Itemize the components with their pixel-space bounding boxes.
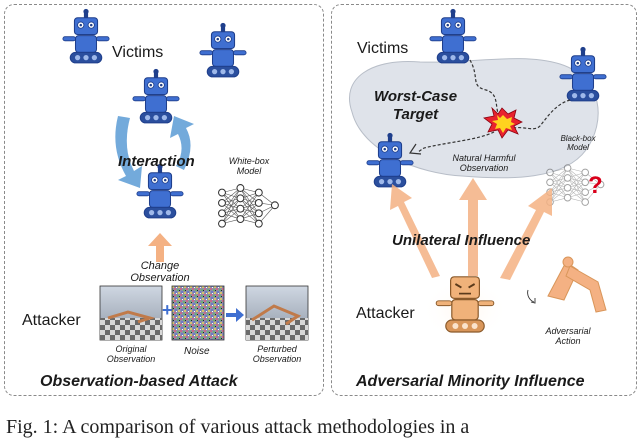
left-panel-title: Observation-based Attack xyxy=(40,373,238,390)
plus-symbol: + xyxy=(162,300,173,320)
perturbed-observation-image xyxy=(245,285,309,341)
explosion-icon xyxy=(483,106,523,139)
question-mark: ? xyxy=(588,172,603,199)
trajectory-path xyxy=(513,99,571,130)
influence-arrows xyxy=(390,178,552,280)
original-observation-image xyxy=(99,285,163,341)
victim-robot xyxy=(199,22,247,78)
attacker-label: Attacker xyxy=(22,312,81,329)
unilateral-influence-label: Unilateral Influence xyxy=(392,232,531,249)
worst-case-region xyxy=(349,58,599,179)
right-panel-title: Adversarial Minority Influence xyxy=(356,373,585,390)
adversarial-action-icon xyxy=(527,256,607,313)
whitebox-model-icon xyxy=(218,184,279,228)
interaction-label: Interaction xyxy=(118,153,195,170)
interaction-arrows xyxy=(115,116,194,188)
victim-robot xyxy=(132,68,180,124)
figure-caption: Fig. 1: A comparison of various attack m… xyxy=(6,416,470,438)
victims-label: Victims xyxy=(112,44,164,61)
arrow-icon xyxy=(226,308,244,322)
trajectory-path xyxy=(469,59,501,119)
victim-robot xyxy=(429,8,477,64)
change-observation-arrow xyxy=(148,233,172,262)
trajectory-path xyxy=(417,131,495,153)
victim-robot xyxy=(62,8,110,64)
attacker-label: Attacker xyxy=(356,305,415,322)
noise-image xyxy=(171,285,225,341)
noise-label: Noise xyxy=(184,346,210,357)
victim-robot xyxy=(136,163,184,219)
victims-label: Victims xyxy=(357,40,409,57)
